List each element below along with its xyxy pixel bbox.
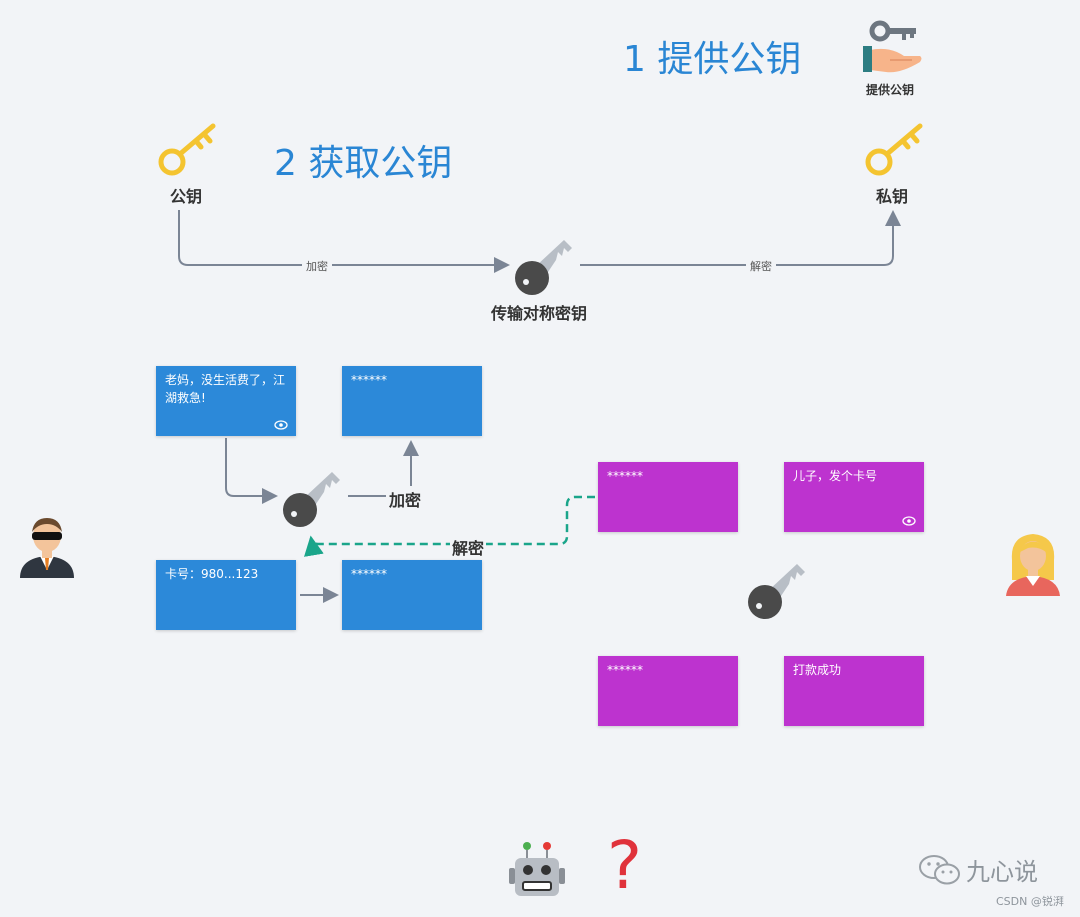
son-symmetric-key-icon bbox=[280, 466, 344, 528]
son-card-number-cipher-card: ****** bbox=[342, 560, 482, 630]
son-message-cipher-card: ****** bbox=[342, 366, 482, 436]
transfer-sym-key-label: 传输对称密钥 bbox=[491, 304, 588, 323]
symmetric-key-icon bbox=[512, 234, 576, 296]
encrypt-edge-label: 加密 bbox=[302, 258, 332, 274]
son-avatar bbox=[16, 512, 78, 578]
watermark-csdn: CSDN @锐湃 bbox=[996, 895, 1064, 908]
mom-confirm-plain-text: 打款成功 bbox=[793, 663, 842, 677]
wechat-icon bbox=[918, 853, 962, 887]
hand-key-icon bbox=[860, 20, 926, 78]
question-mark: ? bbox=[607, 827, 643, 904]
mom-confirm-cipher-card: ****** bbox=[598, 656, 738, 726]
mom-reply-cipher-card: ****** bbox=[598, 462, 738, 532]
son-card-number-plain-card: 卡号：980...123 bbox=[156, 560, 296, 630]
watermark-brand: 九心说 bbox=[966, 858, 1038, 886]
decrypt-label: 解密 bbox=[450, 535, 487, 559]
step-2-title: 2 获取公钥 bbox=[274, 143, 453, 184]
robot-icon bbox=[507, 838, 567, 902]
encrypt-label: 加密 bbox=[389, 491, 422, 510]
private-key-icon bbox=[864, 120, 926, 178]
eye-icon[interactable] bbox=[902, 516, 916, 526]
mom-symmetric-key-icon bbox=[745, 558, 809, 620]
public-key-icon bbox=[157, 120, 219, 178]
son-card-number-plain-text: 卡号：980...123 bbox=[165, 567, 259, 581]
son-card-number-cipher-text: ****** bbox=[351, 567, 387, 581]
son-message-cipher-text: ****** bbox=[351, 373, 387, 387]
public-key-label: 公钥 bbox=[170, 187, 203, 206]
mom-reply-plain-text: 儿子，发个卡号 bbox=[793, 469, 878, 483]
son-message-plain-card: 老妈，没生活费了，江湖救急! bbox=[156, 366, 296, 436]
mom-reply-cipher-text: ****** bbox=[607, 469, 643, 483]
mom-confirm-plain-card: 打款成功 bbox=[784, 656, 924, 726]
mom-confirm-cipher-text: ****** bbox=[607, 663, 643, 677]
mom-avatar bbox=[1004, 530, 1062, 596]
son-message-plain-text: 老妈，没生活费了，江湖救急! bbox=[165, 373, 286, 405]
step-1-title: 1 提供公钥 bbox=[623, 39, 802, 80]
eye-icon[interactable] bbox=[274, 420, 288, 430]
decrypt-edge-label: 解密 bbox=[746, 258, 776, 274]
private-key-label: 私钥 bbox=[876, 187, 909, 206]
mom-reply-plain-card: 儿子，发个卡号 bbox=[784, 462, 924, 532]
provide-pubkey-label: 提供公钥 bbox=[866, 83, 915, 97]
